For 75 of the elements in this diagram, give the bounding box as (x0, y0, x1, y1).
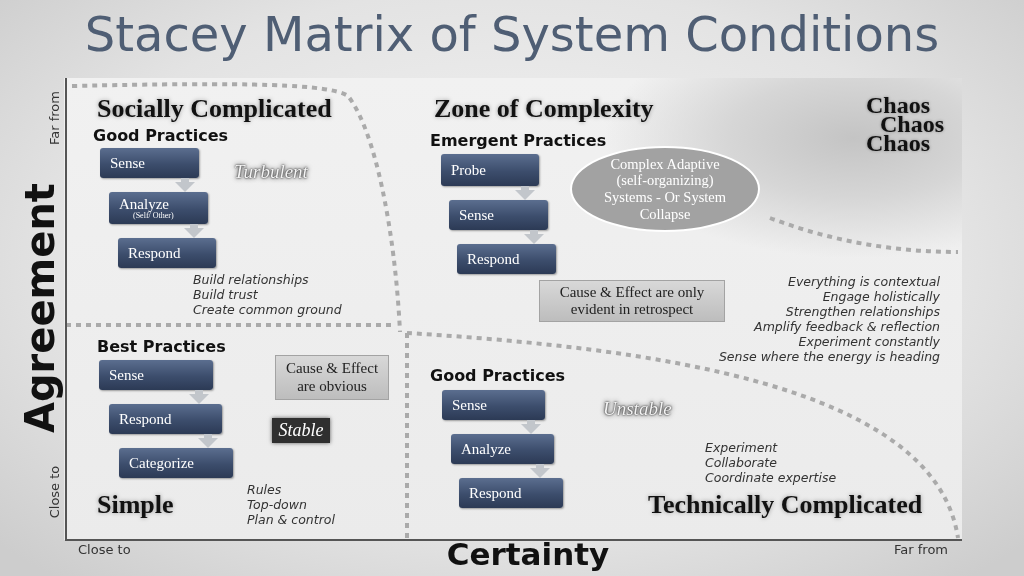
process-step (449, 200, 548, 230)
list-item: Create common ground (193, 302, 342, 317)
step-label: Respond (119, 410, 172, 428)
practice-heading: Emergent Practices (430, 131, 607, 150)
list-item: Build trust (193, 287, 258, 302)
flow-arrow (189, 390, 209, 404)
practice-heading: Good Practices (93, 126, 229, 145)
note-panel (539, 280, 725, 322)
process-step (99, 360, 213, 390)
flow-arrow (521, 420, 541, 434)
process-step (442, 390, 545, 420)
list-item: Experiment constantly (798, 334, 940, 349)
practice-heading: Best Practices (97, 337, 226, 356)
step-label: Respond (128, 244, 181, 262)
note-panel (275, 355, 389, 400)
note-text: Cause & Effect are only evident in retrospect (558, 283, 706, 319)
step-label: Analyze (119, 195, 169, 213)
quadrant-heading: Simple (97, 490, 174, 520)
axis-title: Agreement (17, 183, 63, 433)
step-label: Respond (469, 484, 522, 502)
axis-end-label: Close to (46, 465, 62, 519)
process-step (457, 244, 556, 274)
flow-arrow (530, 464, 550, 478)
step-label: Sense (452, 396, 487, 414)
axis-end-label: Far from (46, 91, 62, 145)
list-item: Plan & control (247, 512, 335, 527)
flow-arrow (175, 178, 195, 192)
step-label: Sense (109, 366, 144, 384)
status-tag (272, 418, 330, 443)
chaos-word: Chaos (866, 134, 931, 152)
axis-title: Certainty (446, 536, 610, 572)
list-item: Sense where the energy is heading (718, 349, 940, 364)
state-label: Turbulent (234, 161, 308, 183)
axis-end-label: Close to (78, 542, 131, 557)
chaos-word: Chaos (880, 115, 945, 133)
page-title: Stacey Matrix of System Conditions (84, 6, 940, 62)
ellipse-text: Complex Adaptive (self-organizing) Systems - Or System Collapse (602, 155, 727, 223)
list-item: Strengthen relationships (785, 304, 940, 319)
step-label: Probe (451, 161, 486, 179)
list-item: Everything is contextual (788, 274, 940, 289)
axis-end-label: Far from (894, 542, 948, 557)
flow-arrow (184, 224, 204, 238)
state-label: Unstable (603, 398, 672, 420)
quadrant-heading: Socially Complicated (97, 94, 332, 124)
process-step (109, 404, 222, 434)
list-item: Build relationships (193, 272, 309, 287)
step-label: Sense (459, 206, 494, 224)
process-step (118, 238, 216, 268)
process-step (100, 148, 199, 178)
quadrant-heading: Technically Complicated (648, 490, 923, 520)
flow-arrow (515, 186, 535, 200)
flow-arrow (198, 434, 218, 448)
step-label: Analyze (461, 440, 511, 458)
list-item: Top-down (247, 497, 307, 512)
quadrant-heading: Zone of Complexity (434, 94, 654, 124)
step-note: (Self/ Other) (133, 212, 174, 221)
step-label: Sense (110, 154, 145, 172)
list-item: Engage holistically (822, 289, 940, 304)
process-step (119, 448, 233, 478)
practice-heading: Good Practices (430, 366, 566, 385)
note-text: Cause & Effect are obvious (284, 360, 380, 395)
process-step (451, 434, 554, 464)
chaos-word: Chaos (866, 96, 931, 114)
status-label: Stable (278, 420, 324, 441)
list-item: Coordinate expertise (705, 470, 837, 485)
list-item: Experiment (705, 440, 778, 455)
step-label: Respond (467, 250, 520, 268)
flow-arrow (524, 230, 544, 244)
process-step (441, 154, 539, 186)
list-item: Collaborate (705, 455, 777, 470)
process-step (109, 192, 208, 224)
process-step (459, 478, 563, 508)
step-label: Categorize (129, 454, 194, 472)
list-item: Amplify feedback & reflection (754, 319, 940, 334)
list-item: Rules (247, 482, 282, 497)
